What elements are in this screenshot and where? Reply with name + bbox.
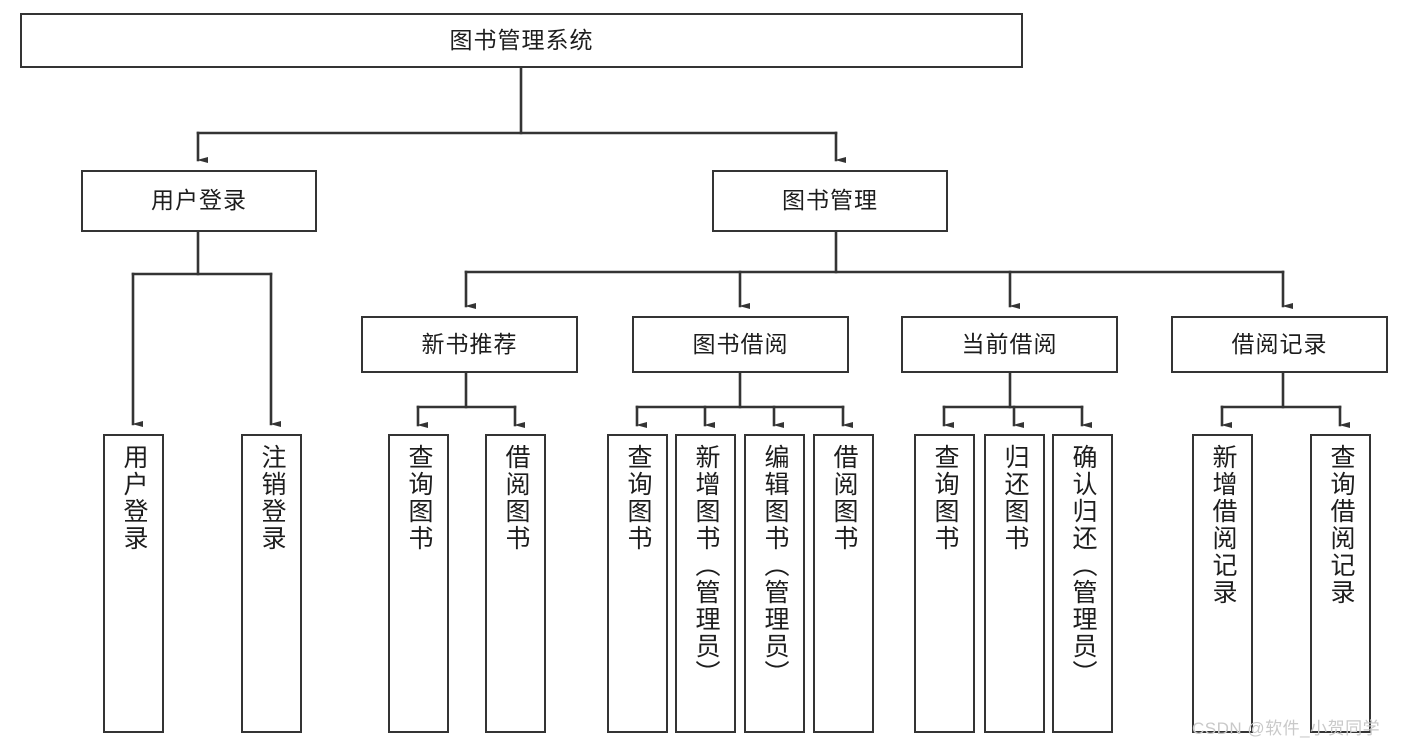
node-leaf-borrow-book-2-label: 借阅图书 (830, 444, 858, 552)
node-leaf-logout-login[interactable]: 注销登录 (241, 434, 302, 733)
node-current-borrow-label: 当前借阅 (961, 330, 1058, 357)
node-leaf-confirm-return-admin-label: 确认归还（管理员） (1069, 444, 1097, 687)
node-leaf-borrow-book-1-label: 借阅图书 (502, 444, 530, 552)
node-borrow-record[interactable]: 借阅记录 (1171, 316, 1388, 373)
node-leaf-edit-book-admin[interactable]: 编辑图书（管理员） (744, 434, 805, 733)
node-leaf-query-borrow-record[interactable]: 查询借阅记录 (1310, 434, 1371, 733)
node-book-borrow-label: 图书借阅 (692, 330, 789, 357)
node-leaf-add-book-admin-label: 新增图书（管理员） (692, 444, 720, 687)
node-current-borrow[interactable]: 当前借阅 (901, 316, 1118, 373)
node-leaf-query-book-3[interactable]: 查询图书 (914, 434, 975, 733)
node-root[interactable]: 图书管理系统 (20, 13, 1023, 68)
node-leaf-query-book-1[interactable]: 查询图书 (388, 434, 449, 733)
node-leaf-query-borrow-record-label: 查询借阅记录 (1327, 444, 1355, 606)
node-leaf-query-book-2[interactable]: 查询图书 (607, 434, 668, 733)
node-user-login-label: 用户登录 (151, 187, 247, 214)
node-leaf-query-book-2-label: 查询图书 (624, 444, 652, 552)
node-borrow-record-label: 借阅记录 (1231, 330, 1328, 357)
node-leaf-query-book-3-label: 查询图书 (931, 444, 959, 552)
node-leaf-user-login-label: 用户登录 (120, 444, 148, 552)
node-leaf-add-book-admin[interactable]: 新增图书（管理员） (675, 434, 736, 733)
node-book-management-label: 图书管理 (782, 187, 878, 214)
node-book-borrow[interactable]: 图书借阅 (632, 316, 849, 373)
node-leaf-return-book[interactable]: 归还图书 (984, 434, 1045, 733)
node-leaf-confirm-return-admin[interactable]: 确认归还（管理员） (1052, 434, 1113, 733)
node-leaf-add-borrow-record[interactable]: 新增借阅记录 (1192, 434, 1253, 733)
node-new-book-recommend-label: 新书推荐 (421, 330, 518, 357)
node-leaf-logout-login-label: 注销登录 (258, 444, 286, 552)
node-book-management[interactable]: 图书管理 (712, 170, 948, 232)
node-leaf-user-login[interactable]: 用户登录 (103, 434, 164, 733)
node-leaf-borrow-book-1[interactable]: 借阅图书 (485, 434, 546, 733)
node-leaf-return-book-label: 归还图书 (1001, 444, 1029, 552)
node-leaf-borrow-book-2[interactable]: 借阅图书 (813, 434, 874, 733)
node-leaf-add-borrow-record-label: 新增借阅记录 (1209, 444, 1237, 606)
node-user-login[interactable]: 用户登录 (81, 170, 317, 232)
node-root-label: 图书管理系统 (449, 26, 594, 53)
node-new-book-recommend[interactable]: 新书推荐 (361, 316, 578, 373)
node-leaf-edit-book-admin-label: 编辑图书（管理员） (761, 444, 789, 687)
watermark-text: CSDN @软件_小贺同学 (1192, 719, 1381, 738)
node-leaf-query-book-1-label: 查询图书 (405, 444, 433, 552)
